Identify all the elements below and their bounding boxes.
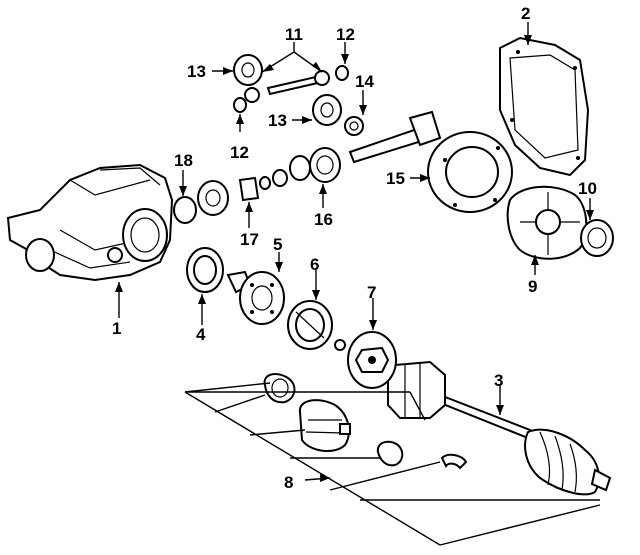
callout-labels: 1 2 3 4 5 6 7 8 9 10 11 12 12 13 13 14 1… — [112, 4, 597, 492]
callout-14: 14 — [355, 72, 374, 91]
callout-15: 15 — [386, 169, 405, 188]
part-side-housing[interactable] — [287, 300, 346, 351]
leader-lines — [115, 22, 601, 546]
callout-5: 5 — [273, 235, 282, 254]
callout-6: 6 — [310, 255, 319, 274]
part-pinion-bearing[interactable] — [289, 147, 341, 183]
callout-18: 18 — [174, 151, 193, 170]
callout-13-top: 13 — [187, 62, 206, 81]
part-pinion-shaft[interactable] — [244, 70, 330, 103]
callout-7: 7 — [367, 283, 376, 302]
part-thrust-washer-b[interactable] — [233, 97, 247, 113]
callout-2: 2 — [521, 4, 530, 23]
part-inner-cv-joint[interactable] — [347, 331, 397, 389]
part-axle-shaft[interactable] — [387, 360, 612, 496]
part-side-gear-a[interactable] — [233, 54, 263, 86]
callout-8: 8 — [284, 473, 293, 492]
callout-3: 3 — [494, 371, 503, 390]
callout-17: 17 — [240, 230, 259, 249]
callout-13-bottom: 13 — [268, 111, 287, 130]
part-differential-carrier[interactable] — [6, 163, 174, 282]
callout-16: 16 — [314, 210, 333, 229]
part-thrust-washer-a[interactable] — [335, 65, 349, 81]
part-bearing-10[interactable] — [580, 219, 614, 257]
part-flange[interactable] — [226, 270, 285, 325]
callout-10: 10 — [578, 179, 597, 198]
part-side-gear-b[interactable] — [312, 94, 342, 126]
callout-12-bottom: 12 — [230, 143, 249, 162]
callout-4: 4 — [196, 325, 206, 344]
callout-9: 9 — [528, 277, 537, 296]
part-boot-kit[interactable] — [263, 373, 468, 470]
part-differential-case[interactable] — [506, 185, 588, 260]
part-spacer[interactable] — [238, 169, 288, 202]
part-front-bearing[interactable] — [173, 180, 229, 224]
callout-12-top: 12 — [336, 25, 355, 44]
part-ring-pinion[interactable] — [348, 110, 513, 213]
part-seal[interactable] — [186, 247, 224, 293]
part-rear-cover[interactable] — [499, 36, 590, 177]
callout-11: 11 — [285, 25, 303, 44]
part-washer-14[interactable] — [344, 116, 364, 136]
callout-1: 1 — [112, 319, 121, 338]
